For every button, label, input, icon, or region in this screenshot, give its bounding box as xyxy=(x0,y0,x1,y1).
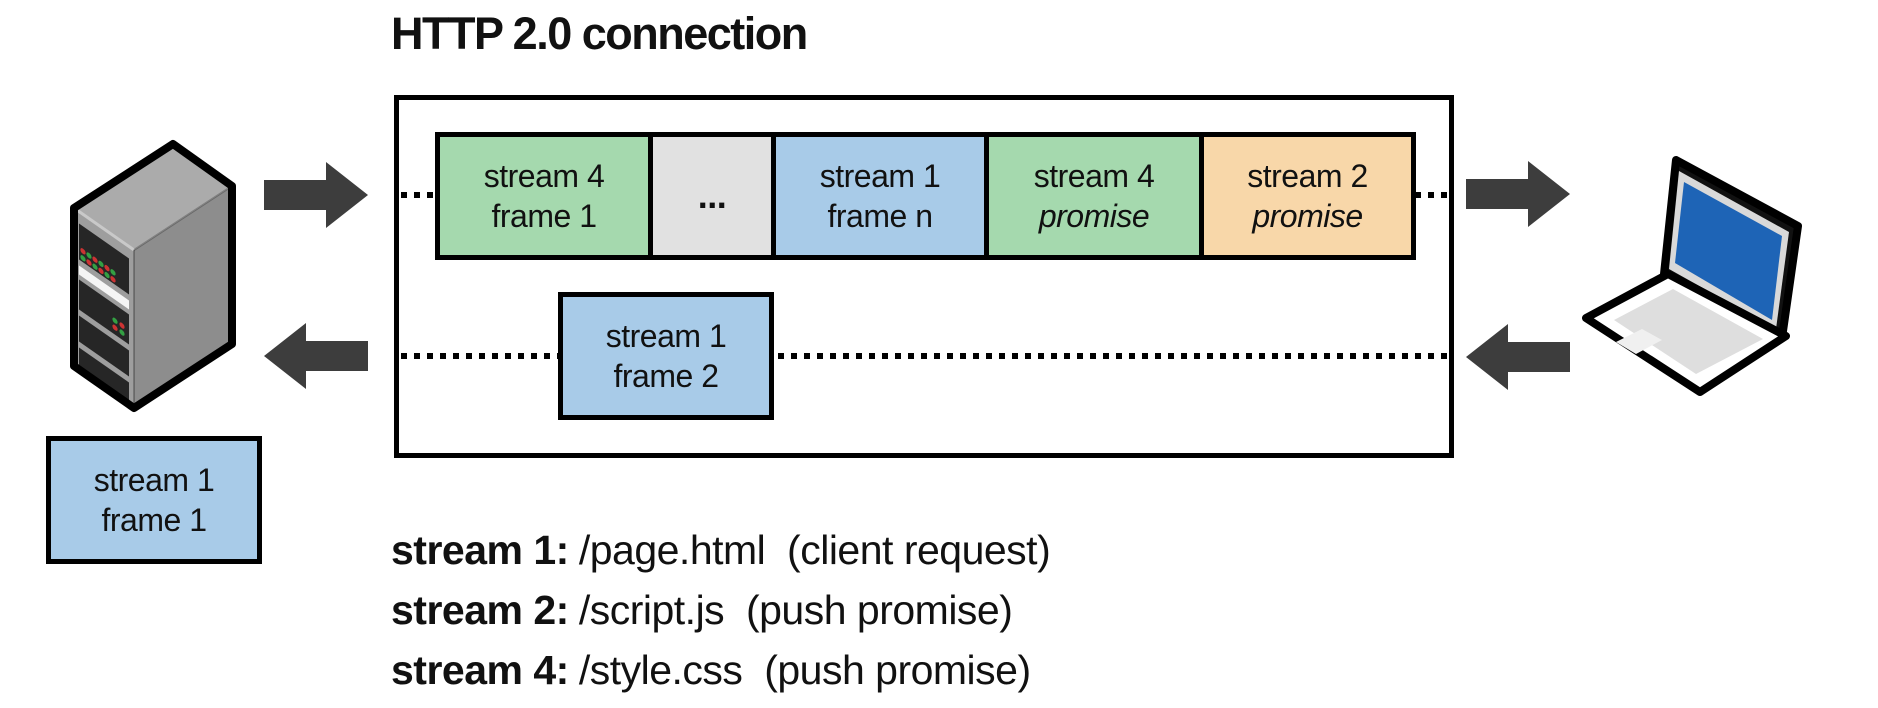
frame-line1: stream 2 xyxy=(1247,158,1368,194)
stream-legend: stream 1: /page.html (client request) st… xyxy=(391,527,1051,707)
ellipsis-label: ... xyxy=(697,175,727,216)
legend-value: /page.html (client request) xyxy=(578,527,1051,573)
arrow-connection-to-client-icon xyxy=(1466,161,1570,227)
frame-sequence: stream 4 frame 1 ... stream 1 frame n st… xyxy=(435,132,1416,260)
legend-row-stream2: stream 2: /script.js (push promise) xyxy=(391,587,1050,647)
legend-label: stream 4: xyxy=(391,647,569,693)
legend-row-stream1: stream 1: /page.html (client request) xyxy=(391,527,1051,587)
laptop-icon xyxy=(1582,156,1802,396)
frame-line2: promise xyxy=(1038,198,1150,234)
frame-line2: frame 1 xyxy=(101,502,207,538)
frame-line2: frame 1 xyxy=(491,198,597,234)
legend-value: /style.css (push promise) xyxy=(578,647,1031,693)
frame-stream4-promise: stream 4 promise xyxy=(984,132,1204,260)
frame-line1: stream 4 xyxy=(1033,158,1155,194)
arrow-server-to-connection-icon xyxy=(264,162,368,228)
arrow-client-to-connection-icon xyxy=(1466,324,1570,390)
legend-value: /script.js (push promise) xyxy=(578,587,1013,633)
frame-line1: stream 1 xyxy=(605,318,727,354)
frame-line1: stream 4 xyxy=(483,158,605,194)
legend-row-stream4: stream 4: /style.css (push promise) xyxy=(391,647,1050,707)
legend-label: stream 2: xyxy=(391,587,569,633)
frame-line2: promise xyxy=(1252,198,1363,234)
server-icon xyxy=(70,140,236,412)
frame-line1: stream 1 xyxy=(93,462,215,498)
response-channel-dotted-line xyxy=(401,353,1447,359)
frame-stream1-frame2: stream 1 frame 2 xyxy=(558,292,774,420)
diagram-title: HTTP 2.0 connection xyxy=(391,8,808,59)
frame-stream1-framen: stream 1 frame n xyxy=(771,132,989,260)
legend-label: stream 1: xyxy=(391,527,569,573)
frame-stream2-promise: stream 2 promise xyxy=(1199,132,1416,260)
arrow-connection-to-server-icon xyxy=(264,323,368,389)
frame-line2: frame 2 xyxy=(613,358,719,394)
frame-stream1-frame1-pending: stream 1 frame 1 xyxy=(46,436,262,564)
frame-line2: frame n xyxy=(827,198,933,234)
frame-line1: stream 1 xyxy=(819,158,941,194)
frame-stream4-frame1: stream 4 frame 1 xyxy=(435,132,653,260)
frame-ellipsis: ... xyxy=(648,132,776,260)
